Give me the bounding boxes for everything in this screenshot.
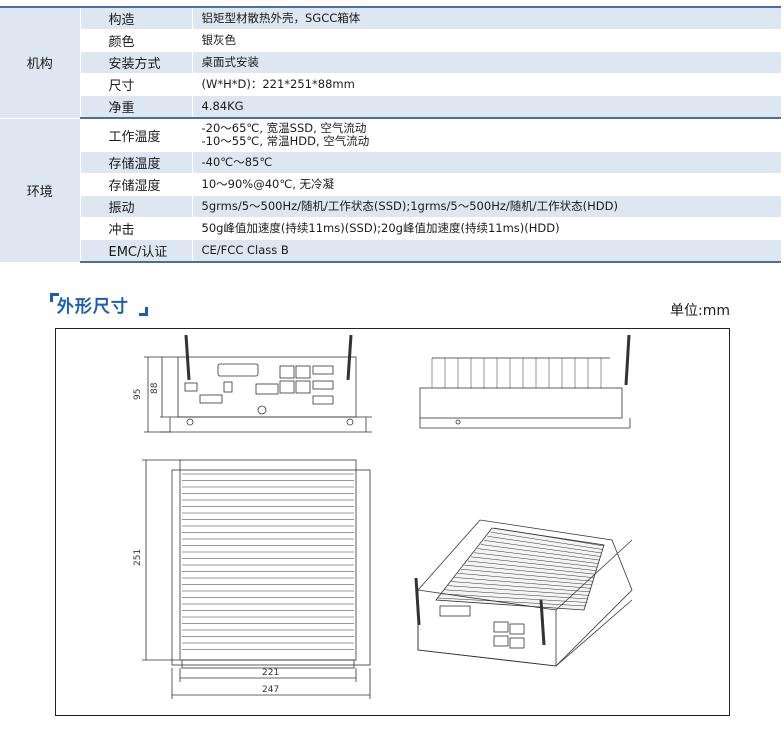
spec-value: 50g峰值加速度(持续11ms)(SSD);20g峰值加速度(持续11ms)(H…: [192, 217, 781, 240]
spec-value: -40℃～85℃: [192, 151, 781, 174]
side-view: [419, 334, 631, 429]
spec-value: 4.84KG: [192, 95, 781, 119]
spec-value: 铝矩型材散热外壳，SGCC箱体: [192, 6, 781, 30]
front-view-dimensions: [144, 356, 178, 433]
spec-row: 机构 构造 铝矩型材散热外壳，SGCC箱体: [0, 6, 781, 119]
spec-label: EMC/认证: [80, 239, 193, 263]
heatsink-fin: [467, 560, 596, 575]
title-bracket-left: [50, 293, 59, 302]
heatsink-fin: [493, 527, 605, 547]
heatsink-fin: [451, 581, 591, 593]
spec-label: 振动: [80, 195, 193, 218]
heatsink-fin: [490, 531, 603, 550]
heatsink-fin: [447, 585, 590, 596]
section-title: 外形尺寸: [56, 297, 129, 317]
spec-label: 净重: [80, 95, 193, 119]
spec-value: 5grms/5～500Hz/随机/工作状态(SSD);1grms/5～500Hz…: [192, 195, 781, 218]
spec-row: 存储湿度 10～90%@40℃, 无冷凝: [0, 173, 781, 196]
spec-row: 净重 4.84KG: [0, 95, 781, 119]
heatsink-fin: [477, 548, 599, 564]
front-view: [160, 334, 372, 433]
spec-row: 颜色 银灰色: [0, 29, 781, 52]
group-label-environment: 环境: [0, 118, 81, 263]
heatsink-fin: [454, 577, 592, 589]
spec-value: -20～65℃, 宽温SSD, 空气流动 -10～55℃, 常温HDD, 空气流…: [192, 118, 781, 152]
spec-value-line1: -20～65℃, 宽温SSD, 空气流动: [201, 121, 367, 135]
dim-width-247: 247: [262, 685, 279, 695]
heatsink-fin: [484, 540, 601, 557]
spec-row: 环境 工作温度 -20～65℃, 宽温SSD, 空气流动 -10～55℃, 常温…: [0, 118, 781, 263]
spec-label: 颜色: [80, 29, 193, 52]
isometric-view: [414, 519, 633, 667]
heatsink-fin: [470, 556, 597, 571]
heatsink-fin: [487, 535, 602, 554]
spec-row: 冲击 50g峰值加速度(持续11ms)(SSD);20g峰值加速度(持续11ms…: [0, 217, 781, 240]
title-bracket-right: [139, 307, 148, 316]
spec-value: (W*H*D)：221*251*88mm: [192, 73, 781, 96]
spec-row: 安装方式 桌面式安装: [0, 51, 781, 74]
spec-row: EMC/认证 CE/FCC Class B: [0, 239, 781, 263]
spec-value: 桌面式安装: [192, 51, 781, 74]
heatsink-fin: [480, 544, 600, 561]
spec-row: 振动 5grms/5～500Hz/随机/工作状态(SSD);1grms/5～50…: [0, 195, 781, 218]
dim-height-88: 88: [150, 382, 160, 394]
spec-label: 存储温度: [80, 151, 193, 174]
dim-depth-251: 251: [133, 549, 143, 566]
drawing-frame: [55, 328, 730, 716]
heatsink-fin: [464, 564, 595, 579]
spec-row: 尺寸 (W*H*D)：221*251*88mm: [0, 73, 781, 96]
spec-label: 构造: [80, 6, 193, 30]
dimension-labels: 95 88 251 221 247: [133, 382, 279, 695]
heatsink-fin: [474, 552, 598, 568]
group-label-mechanical: 机构: [0, 6, 81, 119]
spec-label: 安装方式: [80, 51, 193, 74]
spec-value: CE/FCC Class B: [192, 239, 781, 263]
spec-row: 存储温度 -40℃～85℃: [0, 151, 781, 174]
heatsink-fin: [457, 573, 593, 586]
spec-label: 尺寸: [80, 73, 193, 96]
spec-label: 存储湿度: [80, 173, 193, 196]
heatsink-fin: [461, 568, 594, 582]
spec-value: 10～90%@40℃, 无冷凝: [192, 173, 781, 196]
spec-label: 工作温度: [80, 118, 193, 152]
dim-height-95: 95: [133, 389, 143, 400]
top-view: [142, 459, 371, 699]
spec-value: 银灰色: [192, 29, 781, 52]
heatsink-fin: [444, 589, 589, 600]
spec-table: 机构 构造 铝矩型材散热外壳，SGCC箱体 颜色 银灰色 安装方式 桌面式安装 …: [0, 6, 781, 263]
dim-width-221: 221: [262, 668, 279, 678]
unit-label: 单位:mm: [670, 303, 730, 319]
spec-value-line2: -10～55℃, 常温HDD, 空气流动: [201, 134, 370, 148]
spec-label: 冲击: [80, 217, 193, 240]
heatsink-fin: [441, 593, 588, 603]
